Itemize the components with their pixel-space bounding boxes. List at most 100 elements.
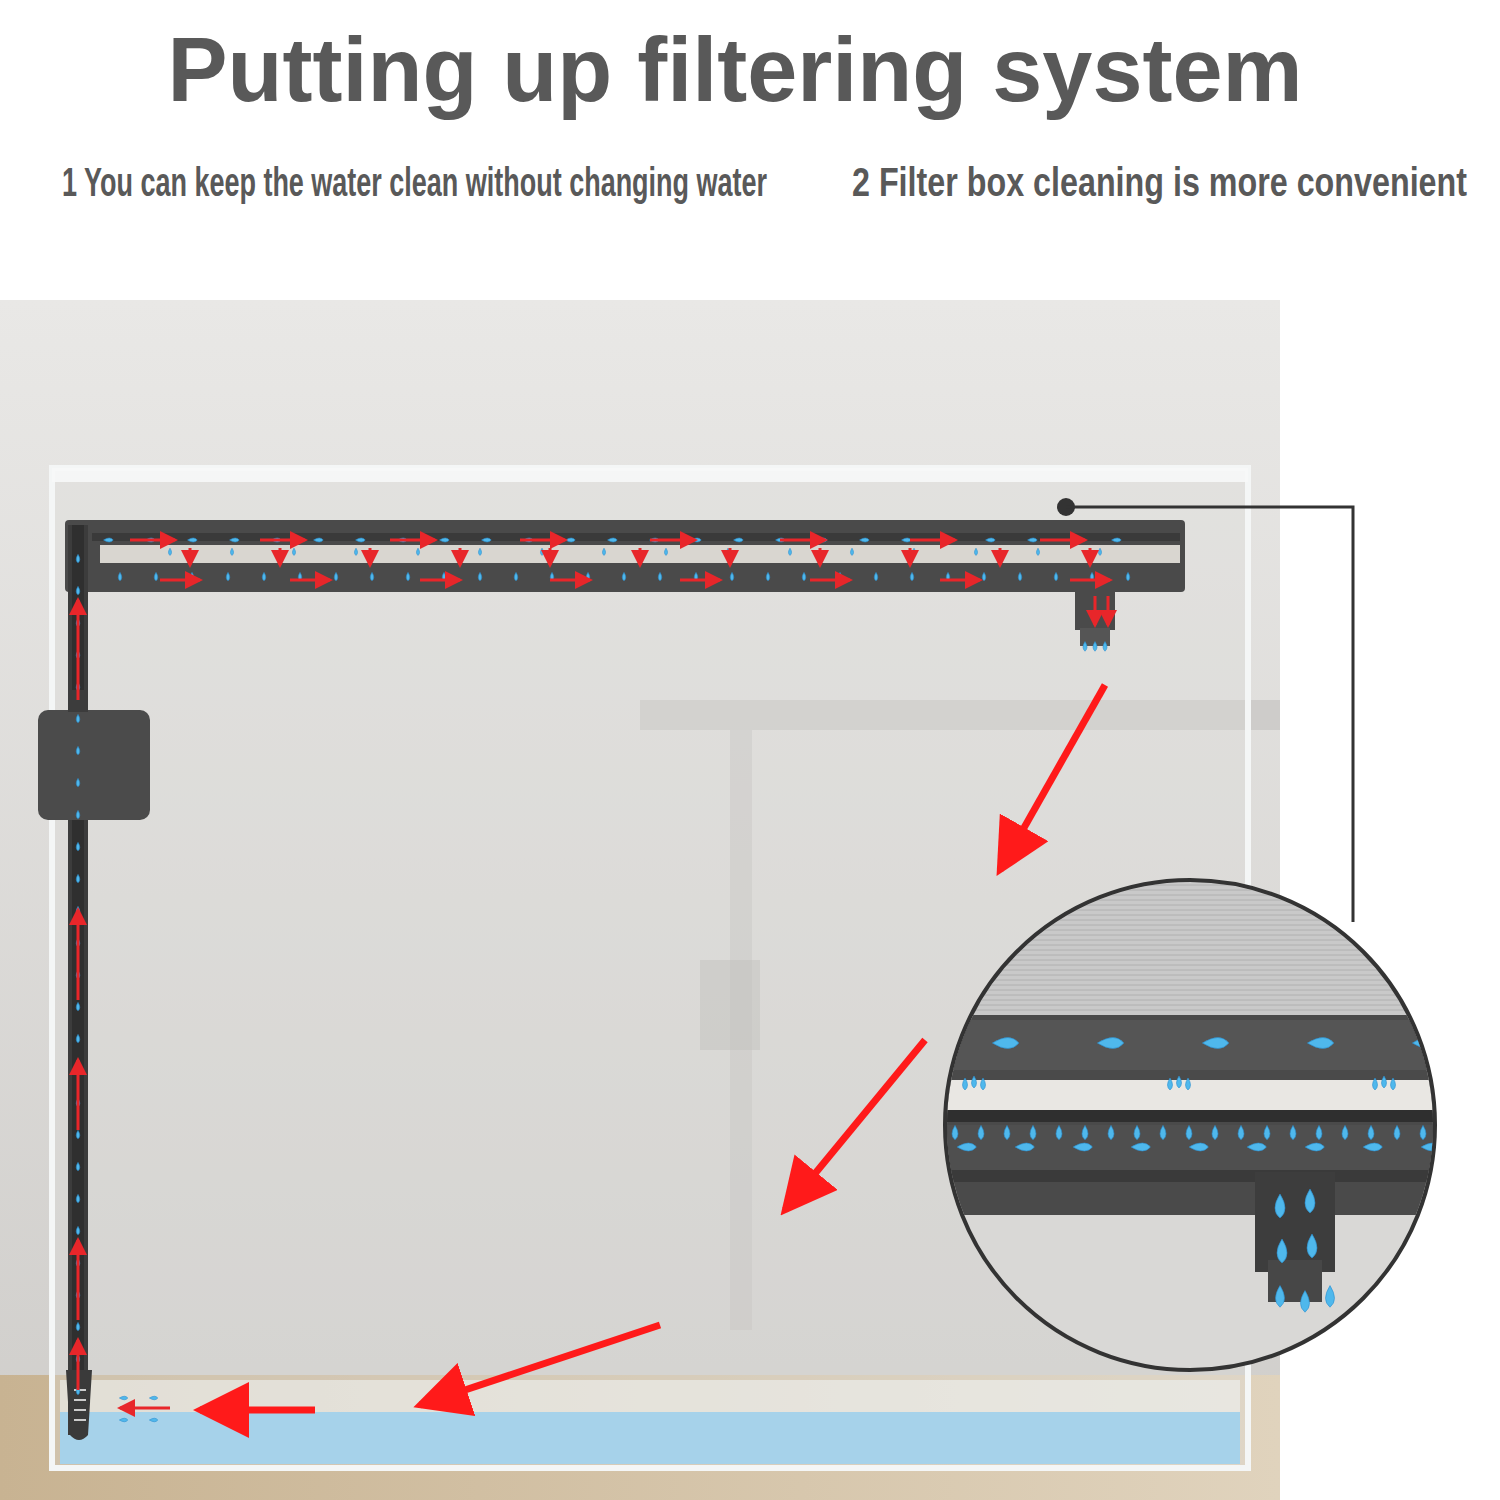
water-drop [514, 572, 518, 580]
water-drop [231, 548, 234, 555]
water-drop [1054, 572, 1058, 580]
water-drop [76, 810, 80, 818]
water-drop [1186, 1125, 1192, 1139]
flow-arrow-small [940, 579, 980, 582]
flow-arrow-small [1094, 596, 1097, 625]
water-drop [76, 842, 80, 850]
water-drop [154, 572, 158, 580]
water-drop [1099, 548, 1102, 555]
water-drop [1056, 1125, 1062, 1139]
water-drop [149, 1396, 157, 1400]
leader-line [1057, 498, 1353, 922]
title: Putting up filtering system [167, 20, 1302, 120]
water-drop [169, 548, 172, 555]
water-drop [314, 538, 324, 542]
water-drop [902, 538, 912, 542]
water-drop [1134, 1125, 1140, 1139]
water-drop [1073, 1143, 1092, 1151]
flow-arrow-small [729, 548, 732, 565]
water-drop [1082, 1125, 1088, 1139]
flow-arrow-small [160, 579, 200, 582]
water-drop [482, 538, 492, 542]
water-drop [478, 572, 482, 580]
flow-arrow-small [520, 539, 565, 542]
water-drop [665, 548, 668, 555]
flow-arrow-small [77, 1240, 80, 1320]
water-drop [1368, 1125, 1374, 1139]
water-drop [334, 572, 338, 580]
filter-box [65, 520, 1185, 592]
outlet-nozzle [1075, 590, 1115, 630]
inlet-pipe [68, 525, 88, 1435]
water-drop [1316, 1125, 1322, 1139]
flow-arrow-small [420, 579, 460, 582]
water-drop [118, 572, 122, 580]
water-drop [566, 538, 576, 542]
water-drop [981, 1078, 986, 1090]
water-drop [76, 1322, 80, 1330]
flow-arrow-small [680, 579, 720, 582]
water-drop [802, 572, 806, 580]
water-drop [440, 538, 450, 542]
water-drop [734, 538, 744, 542]
water-drop [1126, 572, 1130, 580]
water-drop [963, 1078, 968, 1090]
water-drop [1018, 572, 1022, 580]
water-drop [1097, 1038, 1123, 1049]
flow-arrow-small [1070, 579, 1110, 582]
water-drop [1015, 1143, 1034, 1151]
water-drop [982, 572, 986, 580]
subtitle: 1 You can keep the water clean without c… [62, 158, 767, 206]
water-drop [603, 548, 606, 555]
flow-arrow-small [650, 539, 695, 542]
water-drop [1382, 1076, 1387, 1088]
water-pump [38, 710, 150, 820]
flow-arrow-small [1107, 596, 1110, 625]
water-drop [658, 572, 662, 580]
water-drop [766, 572, 770, 580]
water-drop [119, 1396, 127, 1400]
water-drop [262, 572, 266, 580]
water-drop [913, 548, 916, 555]
flow-arrow-small [780, 539, 825, 542]
flow-arrow-small [189, 548, 192, 565]
flow-arrow-small [77, 1340, 80, 1390]
water-drop [479, 548, 482, 555]
flow-arrow-small [290, 579, 330, 582]
water-drop [355, 548, 358, 555]
water-drop [76, 554, 80, 562]
water-drop [149, 1418, 157, 1422]
water-drop [1275, 1194, 1285, 1218]
water-drop [975, 548, 978, 555]
zoom-drops [952, 1038, 1440, 1313]
water-drop [1363, 1143, 1382, 1151]
water-drop [972, 1076, 977, 1088]
water-drop [1212, 1125, 1218, 1139]
water-drop [1326, 1286, 1335, 1308]
water-drop [1103, 642, 1107, 652]
water-drop [1030, 1125, 1036, 1139]
water-drop [1342, 1125, 1348, 1139]
flow-arrow-small [999, 548, 1002, 565]
flow-arrow-small [77, 910, 80, 1000]
water-drop [992, 1038, 1018, 1049]
water-drop [76, 586, 80, 594]
water-drop [986, 538, 996, 542]
flow-arrow-small [279, 548, 282, 565]
water-drop [417, 548, 420, 555]
water-drop [1186, 1078, 1191, 1090]
water-drop [1305, 1189, 1315, 1213]
flow-arrow-small [1040, 539, 1085, 542]
water-drop [1202, 1038, 1228, 1049]
water-drop [1177, 1076, 1182, 1088]
flow-arrow-small [1089, 548, 1092, 565]
water-drop [1189, 1143, 1208, 1151]
flow-arrow-small [549, 548, 552, 565]
water-drop [1290, 1125, 1296, 1139]
flow-arrow-small [120, 1407, 170, 1410]
zoom-detail [940, 880, 1440, 1415]
water-drop [957, 1143, 976, 1151]
water-drop [76, 1194, 80, 1202]
flow-arrow-small [810, 579, 850, 582]
